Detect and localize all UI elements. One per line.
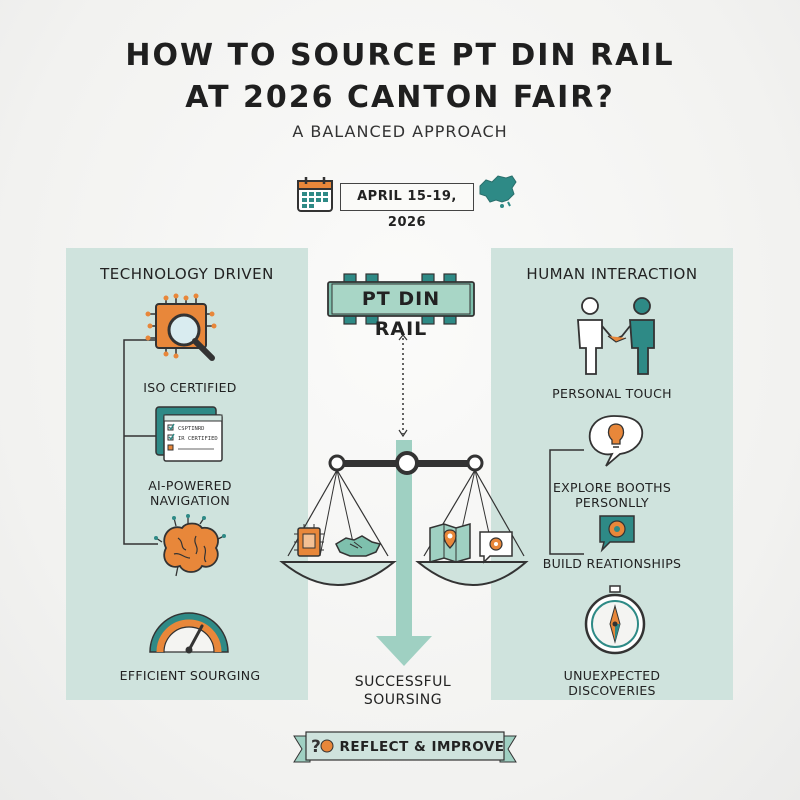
brain-icon — [154, 514, 226, 577]
gauge-icon — [149, 612, 229, 654]
unexpected-discoveries-label: UNUEXPECTED DISCOVERIES — [563, 668, 661, 698]
right-bracket — [549, 449, 584, 555]
successful-sourcing-line1: SUCCESSFUL — [354, 674, 452, 690]
efficient-sourcing-label: EFFICIENT SOURGING — [119, 668, 261, 683]
din-rail-chip-label: PT DIN RAIL — [361, 288, 441, 340]
dotted-connector — [398, 334, 408, 438]
ai-navigation-label-line1: AI-POWERED — [148, 478, 232, 493]
build-relationships-label: BUILD REATIONSHIPS — [542, 556, 682, 571]
successful-sourcing-line2: SOURSING — [363, 692, 443, 708]
personal-touch-label: PERSONAL TOUCH — [552, 386, 672, 401]
event-date: APRIL 15-19, 2026 — [340, 183, 474, 230]
explore-booths-label-line1: EXPLORE BOOTHS — [552, 480, 672, 495]
svg-text:?: ? — [311, 737, 321, 757]
question-brain-icon: ? — [311, 737, 334, 757]
page-title-line1: HOW TO SOURCE PT DIN RAIL — [125, 38, 675, 73]
success-arrow — [376, 440, 432, 666]
reflect-improve-label: REFLECT & IMPROVE — [339, 739, 505, 755]
calendar-icon — [297, 177, 333, 212]
window-line-2: IR CERTIFIED — [178, 436, 218, 442]
human-panel-title: HUMAN INTERACTION — [526, 265, 698, 283]
left-bracket — [123, 339, 158, 545]
gear-bubble-icon — [599, 515, 635, 553]
handshake-people-icon — [577, 297, 655, 375]
balance-scale-icon — [279, 451, 529, 586]
reflect-ribbon — [293, 731, 517, 763]
lightbulb-bubble-icon — [588, 415, 644, 467]
magnifier-chip-icon — [145, 293, 217, 361]
ai-navigation-label-line2: NAVIGATION — [149, 493, 231, 508]
explore-booths-label-line2: PERSONLLY — [575, 495, 649, 510]
compass-icon — [584, 585, 646, 655]
page-title-line2: AT 2026 CANTON FAIR? — [185, 80, 615, 115]
iso-certified-label: ISO CERTIFIED — [143, 380, 237, 395]
technology-panel-title: TECHNOLOGY DRIVEN — [100, 265, 274, 283]
certificate-window-icon: CSPTINRD IR CERTIFIED — [155, 406, 223, 462]
window-line-1: CSPTINRD — [178, 426, 205, 432]
china-map-icon — [479, 175, 517, 208]
din-rail-chip-icon — [327, 273, 475, 325]
page-subtitle: A BALANCED APPROACH — [292, 122, 508, 141]
